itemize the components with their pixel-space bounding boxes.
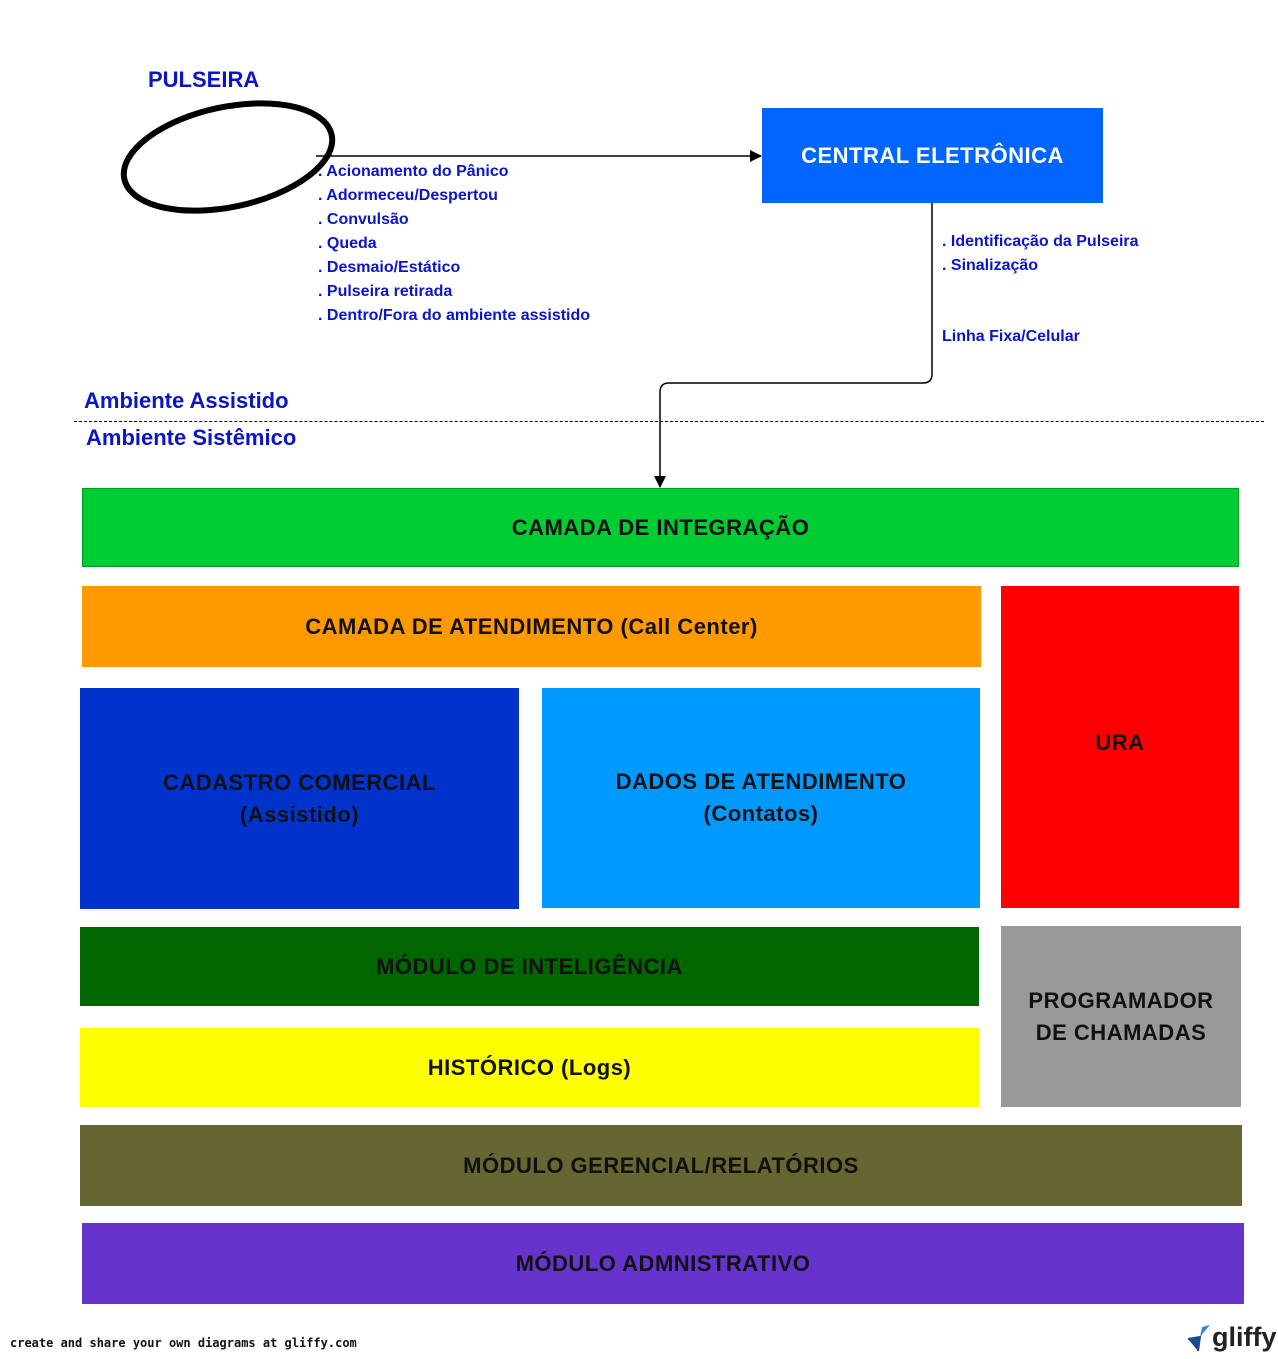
footer-credit: create and share your own diagrams at gl… — [10, 1336, 357, 1350]
signal-item: . Sinalização — [942, 257, 1039, 274]
modulo-administrativo-block: MÓDULO ADMNISTRATIVO — [82, 1223, 1244, 1304]
modulo-inteligencia-block: MÓDULO DE INTELIGÊNCIA — [80, 927, 979, 1006]
event-item: . Acionamento do Pânico — [318, 163, 509, 180]
modulo-inteligencia-label: MÓDULO DE INTELIGÊNCIA — [376, 953, 683, 979]
channel-label: Linha Fixa/Celular — [942, 328, 1080, 345]
event-item: . Convulsão — [318, 211, 409, 228]
modulo-administrativo-label: MÓDULO ADMNISTRATIVO — [515, 1250, 811, 1276]
zone-divider — [74, 421, 1264, 422]
event-item: . Queda — [318, 235, 377, 252]
modulo-gerencial-block: MÓDULO GERENCIAL/RELATÓRIOS — [80, 1125, 1242, 1206]
event-item: . Dentro/Fora do ambiente assistido — [318, 307, 591, 324]
gliffy-logo-text: gliffy — [1212, 1322, 1277, 1352]
event-item: . Desmaio/Estático — [318, 259, 461, 276]
pulseira-ellipse — [120, 100, 336, 214]
zone-assistido-label: Ambiente Assistido — [84, 388, 289, 413]
event-item: . Pulseira retirada — [318, 283, 453, 300]
camada-atendimento-block: CAMADA DE ATENDIMENTO (Call Center) — [82, 586, 981, 667]
camada-integracao-label: CAMADA DE INTEGRAÇÃO — [511, 514, 810, 540]
camada-atendimento-label: CAMADA DE ATENDIMENTO (Call Center) — [305, 613, 758, 639]
cadastro-comercial-sublabel: (Assistido) — [239, 801, 360, 827]
pulseira-label: PULSEIRA — [148, 67, 260, 92]
central-eletronica-box: CENTRAL ELETRÔNICA — [762, 108, 1103, 203]
pulseira-events-list: . Acionamento do Pânico . Adormeceu/Desp… — [318, 160, 590, 328]
camada-integracao-block: CAMADA DE INTEGRAÇÃO — [82, 488, 1239, 567]
dados-atendimento-block: DADOS DE ATENDIMENTO (Contatos) — [542, 688, 980, 908]
cadastro-comercial-block: CADASTRO COMERCIAL (Assistido) — [80, 688, 519, 909]
programador-chamadas-sublabel: DE CHAMADAS — [1035, 1019, 1207, 1045]
ura-block: URA — [1001, 586, 1239, 908]
dados-atendimento-sublabel: (Contatos) — [703, 801, 819, 826]
historico-label: HISTÓRICO (Logs) — [427, 1054, 632, 1080]
central-signals-list: . Identificação da Pulseira . Sinalizaçã… — [942, 230, 1139, 278]
cadastro-comercial-label: CADASTRO COMERCIAL — [163, 769, 436, 795]
zone-sistemico-label: Ambiente Sistêmico — [86, 425, 297, 450]
modulo-gerencial-label: MÓDULO GERENCIAL/RELATÓRIOS — [463, 1152, 859, 1178]
dados-atendimento-label: DADOS DE ATENDIMENTO — [615, 769, 907, 794]
gliffy-logo: gliffy — [1186, 1322, 1277, 1353]
ura-label: URA — [1095, 730, 1145, 755]
gliffy-logo-icon — [1187, 1324, 1210, 1351]
historico-block: HISTÓRICO (Logs) — [80, 1028, 979, 1107]
central-to-integracao-arrow — [654, 203, 933, 488]
central-eletronica-label: CENTRAL ELETRÔNICA — [801, 142, 1064, 168]
event-item: . Adormeceu/Despertou — [318, 187, 498, 204]
signal-item: . Identificação da Pulseira — [942, 233, 1139, 250]
programador-chamadas-block: PROGRAMADOR DE CHAMADAS — [1001, 926, 1241, 1107]
programador-chamadas-label: PROGRAMADOR — [1028, 987, 1214, 1013]
